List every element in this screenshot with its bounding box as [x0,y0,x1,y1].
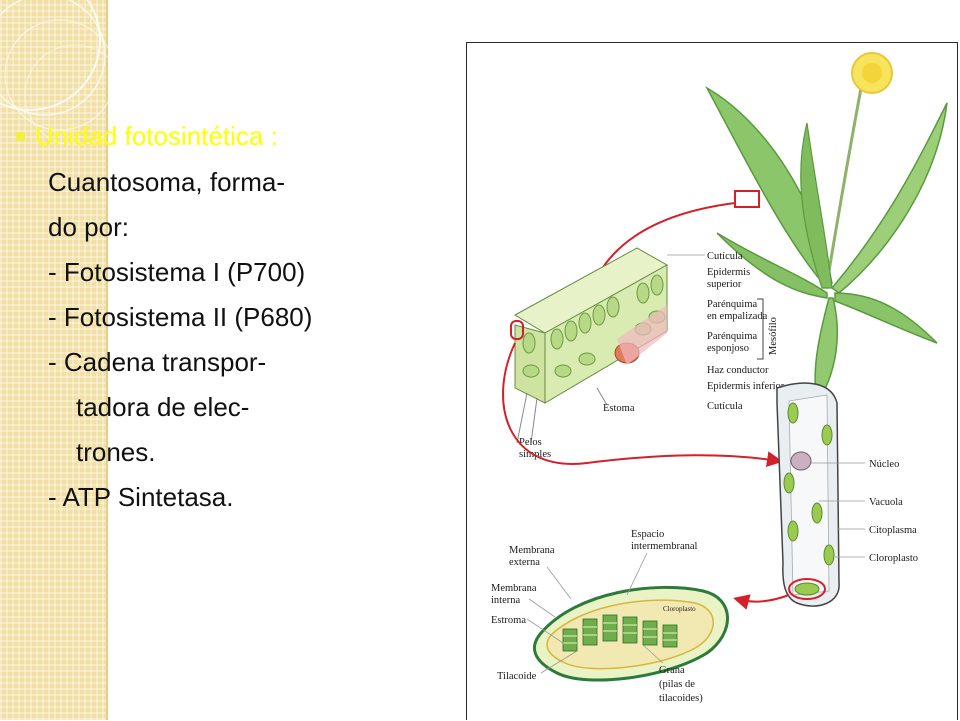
label-membrana-ext-2: externa [509,557,540,568]
decorative-side-strip [0,0,108,720]
label-mesofilo: Mesófilo [768,317,779,355]
label-cuticula-bottom: Cutícula [707,401,743,412]
arrow-leaf-to-cell [502,342,783,468]
label-haz-conductor: Haz conductor [707,365,769,376]
leaf-section-drawing [510,247,669,444]
chloroplast-drawing: Cloroplasto [532,585,729,682]
label-parenquima-emp-2: en empalizada [707,311,768,322]
label-grana-3: tilacoides) [659,693,703,704]
label-espacio-1: Espacio [631,529,664,540]
label-membrana-ext-1: Membrana [509,545,555,556]
square-bullet-icon [16,131,25,141]
label-parenquima-esp-1: Parénquima [707,331,757,342]
slide-text-block: Unidad fotosintética : Cuantosoma, forma… [12,112,452,520]
label-estoma: Estoma [603,403,635,414]
label-grana-1: Grana [659,665,685,676]
label-parenquima-esp-2: esponjoso [707,343,749,354]
plant-drawing [705,52,948,405]
label-parenquima-emp-1: Parénquima [707,299,757,310]
text-line-2: do por: [48,212,129,242]
plant-cell-drawing [776,382,840,607]
label-epidermis-sup-2: superior [707,279,742,290]
label-cuticula-top: Cutícula [707,251,743,262]
label-cloroplasto: Cloroplasto [869,553,918,564]
text-line-1: Cuantosoma, forma- [48,167,285,197]
label-tilacoide: Tilacoide [497,671,537,682]
text-line-4: - Fotosistema II (P680) [48,302,313,332]
text-line-8: - ATP Sintetasa. [48,482,234,512]
decorative-swirl [0,0,126,146]
label-grana-2: (pilas de [659,679,695,690]
label-epidermis-inf: Epidermis inferior [707,381,785,392]
label-vacuola: Vacuola [869,497,903,508]
label-citoplasma: Citoplasma [869,525,917,536]
label-membrana-int-2: interna [491,595,520,606]
label-cloroplasto-inner: Cloroplasto [663,605,696,613]
cell-labels: Núcleo Vacuola Citoplasma Cloroplasto [811,459,918,564]
text-line-7: trones. [76,437,156,467]
photosynthesis-figure: Cutícula Epidermis superior Parénquima e… [466,42,958,720]
label-nucleo: Núcleo [869,459,899,470]
label-estroma: Estroma [491,615,526,626]
label-espacio-2: intermembranal [631,541,698,552]
strip-edge-line [106,0,108,720]
text-line-6: tadora de elec- [76,392,250,422]
bullet-heading: Unidad fotosintética : [35,120,278,151]
figure-illustration: Cutícula Epidermis superior Parénquima e… [491,52,948,704]
text-line-3: - Fotosistema I (P700) [48,257,306,287]
chloroplast-labels: Espacio intermembranal Membrana externa … [491,529,703,704]
arrow-cell-to-chloroplast [733,594,790,610]
label-pelos-1: Pelos [519,437,542,448]
text-line-5: - Cadena transpor- [48,347,267,377]
label-membrana-int-1: Membrana [491,583,537,594]
label-epidermis-sup-1: Epidermis [707,267,750,278]
bullet-heading-row: Unidad fotosintética : [12,112,452,160]
